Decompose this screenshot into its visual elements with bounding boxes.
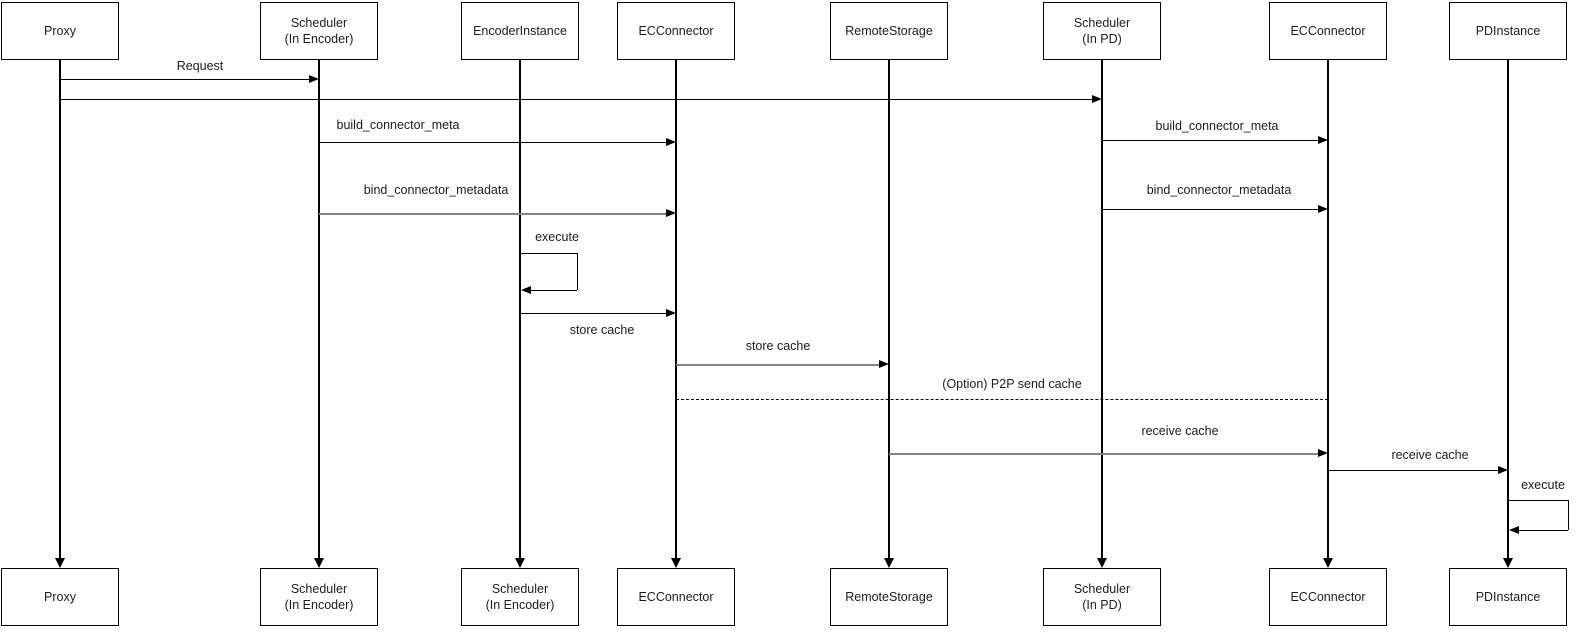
message-line-encoder-execute [577, 253, 578, 290]
message-line-encoder-execute [520, 253, 577, 254]
actor-box-bottom-ecconnector-pd: ECConnector [1269, 568, 1387, 626]
message-line-receive-cache-ecconnector [889, 453, 1320, 455]
lifeline-proxy [59, 60, 61, 558]
lifeline-ecconnector-pd [1327, 60, 1329, 558]
actor-box-bottom-remote-storage: RemoteStorage [830, 568, 948, 626]
actor-label: (In Encoder) [284, 598, 354, 612]
message-label-encoder-execute: execute [534, 230, 580, 244]
message-arrowhead-proxy-to-scheduler-pd [1092, 95, 1102, 104]
actor-label: ECConnector [638, 23, 714, 38]
message-arrowhead-request [309, 75, 319, 84]
actor-box-top-scheduler-encoder: Scheduler (In Encoder) [260, 2, 378, 60]
message-arrowhead-receive-cache-pdinstance [1498, 466, 1508, 475]
actor-label: (In Encoder) [284, 32, 354, 46]
actor-label: (In Encoder) [485, 598, 555, 612]
lifeline-remote-storage [888, 60, 890, 558]
actor-label: ECConnector [1290, 23, 1366, 38]
actor-box-bottom-scheduler-encoder: Scheduler (In Encoder) [260, 568, 378, 626]
message-arrowhead-store-cache-remote [879, 360, 889, 369]
message-arrowhead-store-cache-encoder [666, 309, 676, 318]
message-line-p2p-send-cache [676, 399, 1328, 400]
actor-label: Scheduler [1073, 581, 1131, 596]
actor-box-top-remote-storage: RemoteStorage [830, 2, 948, 60]
message-line-encoder-execute [531, 290, 577, 291]
actor-label: PDInstance [1475, 23, 1541, 38]
actor-label: Scheduler [290, 15, 348, 30]
actor-box-top-pd-instance: PDInstance [1449, 2, 1567, 60]
actor-box-top-encoder-instance: EncoderInstance [461, 2, 579, 60]
actor-box-bottom-scheduler-pd: Scheduler (In PD) [1043, 568, 1161, 626]
actor-box-top-scheduler-pd: Scheduler (In PD) [1043, 2, 1161, 60]
lifeline-end-arrow-scheduler-encoder [314, 558, 324, 568]
actor-box-bottom-proxy: Proxy [1, 568, 119, 626]
message-line-proxy-to-scheduler-pd [60, 99, 1094, 100]
lifeline-end-arrow-scheduler-pd [1097, 558, 1107, 568]
message-label-build-connector-meta-encoder: build_connector_meta [335, 118, 461, 132]
lifeline-end-arrow-encoder-instance [515, 558, 525, 568]
message-line-request [60, 79, 311, 80]
message-line-store-cache-encoder [520, 313, 668, 314]
actor-label: (In PD) [1082, 32, 1122, 46]
actor-label: Scheduler [491, 581, 549, 596]
lifeline-end-arrow-pd-instance [1503, 558, 1513, 568]
message-line-receive-cache-pdinstance [1328, 470, 1500, 471]
message-line-build-connector-meta-encoder [319, 142, 668, 143]
message-label-build-connector-meta-pd: build_connector_meta [1154, 119, 1280, 133]
message-arrowhead-pd-execute [1509, 526, 1519, 535]
actor-box-bottom-encoder-instance: Scheduler (In Encoder) [461, 568, 579, 626]
actor-label: Scheduler [1073, 15, 1131, 30]
actor-label: (In PD) [1082, 598, 1122, 612]
actor-label: ECConnector [638, 589, 714, 604]
message-arrowhead-receive-cache-ecconnector [1318, 449, 1328, 458]
message-arrowhead-encoder-execute [521, 286, 531, 295]
lifeline-scheduler-pd [1101, 60, 1103, 558]
actor-label: Proxy [44, 23, 76, 38]
actor-box-bottom-pd-instance: PDInstance [1449, 568, 1567, 626]
message-arrowhead-build-connector-meta-pd [1318, 136, 1328, 145]
actor-label: RemoteStorage [845, 589, 933, 604]
message-line-pd-execute [1508, 500, 1568, 501]
actor-box-top-proxy: Proxy [1, 2, 119, 60]
message-label-bind-connector-metadata-pd: bind_connector_metadata [1145, 183, 1293, 197]
message-label-pd-execute: execute [1520, 478, 1566, 492]
message-arrowhead-bind-connector-metadata-encoder [666, 209, 676, 218]
message-line-bind-connector-metadata-encoder [319, 213, 668, 215]
message-label-receive-cache-ecconnector: receive cache [1140, 424, 1220, 438]
message-label-store-cache-remote: store cache [744, 339, 812, 353]
lifeline-end-arrow-ecconnector-encoder [671, 558, 681, 568]
actor-label: PDInstance [1475, 589, 1541, 604]
message-label-request: Request [175, 59, 225, 73]
lifeline-end-arrow-proxy [55, 558, 65, 568]
lifeline-scheduler-encoder [318, 60, 320, 558]
lifeline-encoder-instance [519, 60, 521, 558]
message-label-receive-cache-pdinstance: receive cache [1390, 448, 1470, 462]
message-arrowhead-build-connector-meta-encoder [666, 138, 676, 147]
actor-label: EncoderInstance [473, 23, 567, 38]
actor-label: Proxy [44, 589, 76, 604]
actor-label: ECConnector [1290, 589, 1366, 604]
message-label-p2p-send-cache: (Option) P2P send cache [941, 377, 1083, 391]
message-line-pd-execute [1519, 530, 1568, 531]
actor-box-bottom-ecconnector-encoder: ECConnector [617, 568, 735, 626]
actor-label: RemoteStorage [845, 23, 933, 38]
message-label-store-cache-encoder: store cache [568, 323, 636, 337]
message-line-build-connector-meta-pd [1102, 140, 1320, 141]
message-arrowhead-bind-connector-metadata-pd [1318, 205, 1328, 214]
lifeline-pd-instance [1507, 60, 1509, 558]
message-label-bind-connector-metadata-encoder: bind_connector_metadata [362, 183, 510, 197]
actor-box-top-ecconnector-pd: ECConnector [1269, 2, 1387, 60]
message-line-pd-execute [1568, 500, 1569, 530]
message-line-store-cache-remote [676, 364, 881, 366]
lifeline-end-arrow-remote-storage [884, 558, 894, 568]
actor-box-top-ecconnector-encoder: ECConnector [617, 2, 735, 60]
lifeline-end-arrow-ecconnector-pd [1323, 558, 1333, 568]
message-line-bind-connector-metadata-pd [1102, 209, 1320, 210]
lifeline-ecconnector-encoder [675, 60, 677, 558]
actor-label: Scheduler [290, 581, 348, 596]
